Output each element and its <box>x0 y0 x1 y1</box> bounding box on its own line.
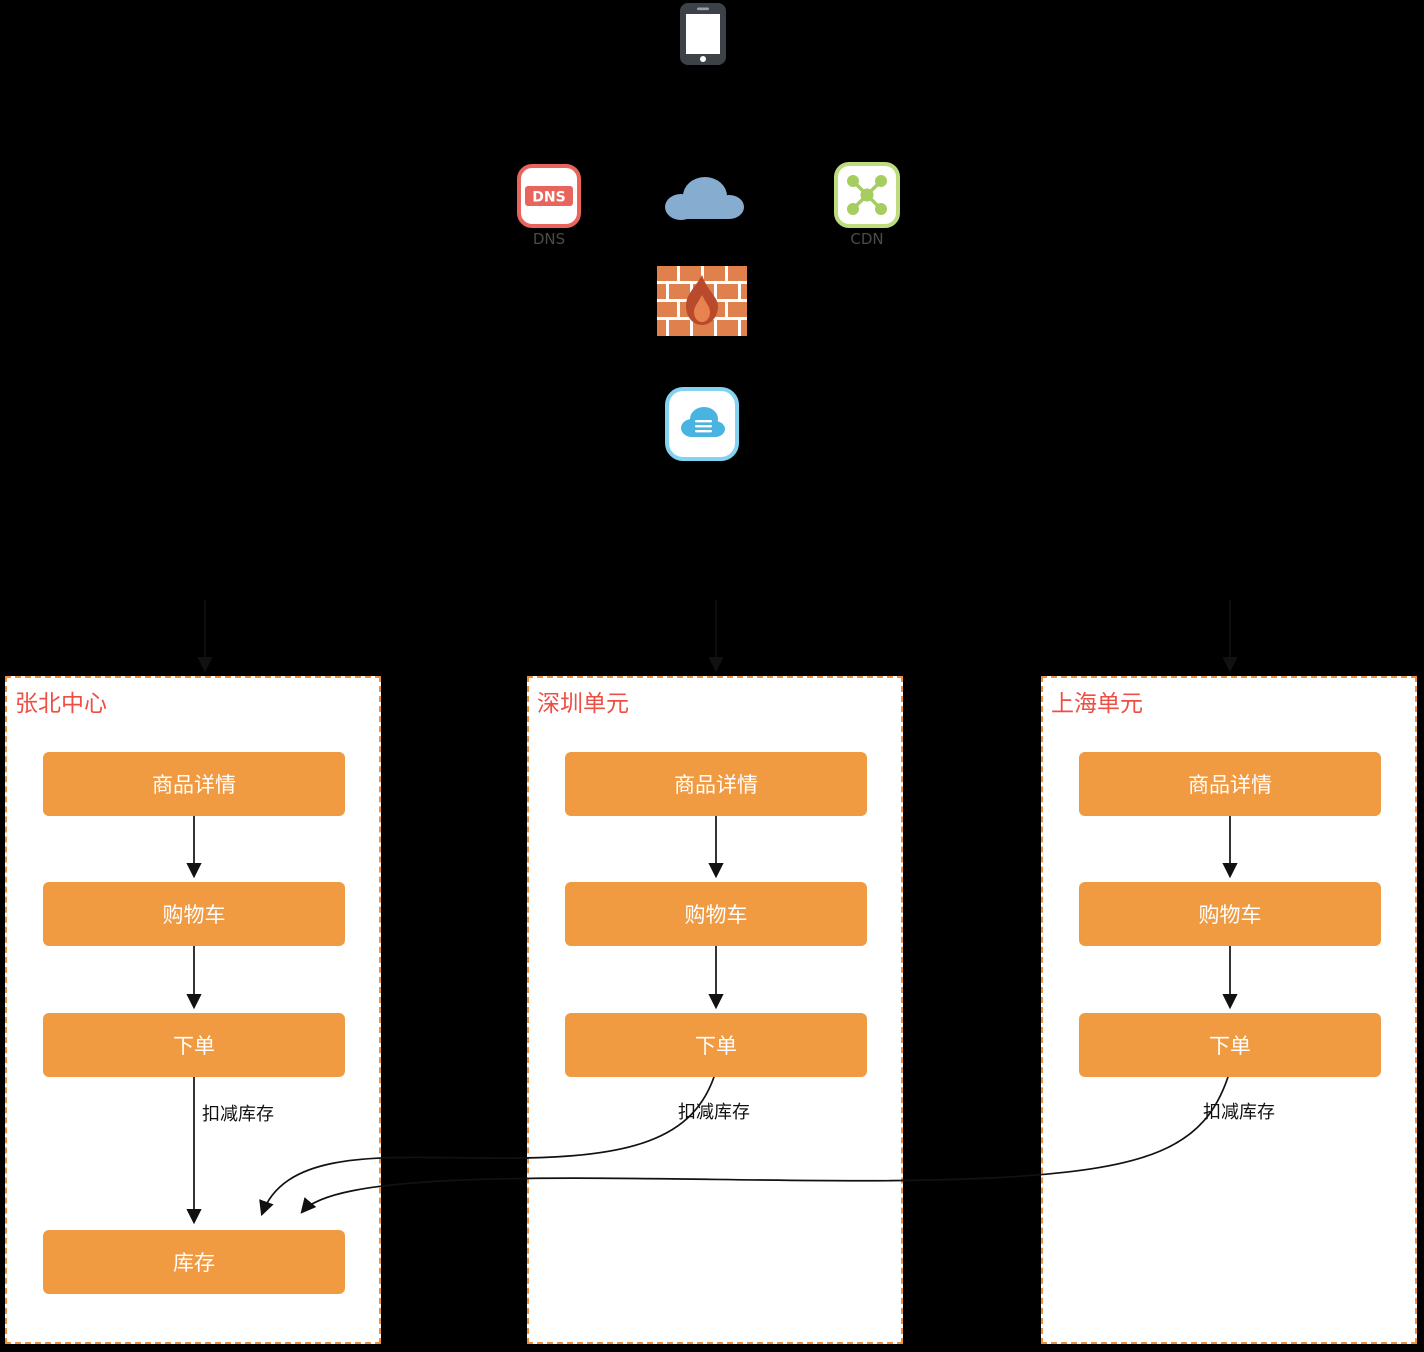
region-zhangbei-center: 张北中心 商品详情 购物车 下单 库存 <box>5 676 381 1344</box>
node-shopping-cart: 购物车 <box>43 882 345 946</box>
firewall-icon <box>657 266 747 336</box>
region-shanghai-unit: 上海单元 商品详情 购物车 下单 <box>1041 676 1417 1344</box>
node-product-detail: 商品详情 <box>1079 752 1381 816</box>
edge-label-deduct-inventory: 扣减库存 <box>202 1104 274 1125</box>
edge-label-deduct-inventory: 扣减库存 <box>678 1102 750 1123</box>
node-product-detail: 商品详情 <box>43 752 345 816</box>
region-title: 深圳单元 <box>537 691 629 717</box>
cdn-icon <box>834 162 900 228</box>
node-place-order: 下单 <box>565 1013 867 1077</box>
dns-icon: DNS <box>517 164 581 228</box>
node-inventory: 库存 <box>43 1230 345 1294</box>
cloud-database-icon <box>665 387 739 461</box>
region-title: 上海单元 <box>1051 691 1143 717</box>
region-title: 张北中心 <box>15 691 107 717</box>
cloud-icon <box>665 177 744 220</box>
edge-label-deduct-inventory: 扣减库存 <box>1203 1102 1275 1123</box>
node-shopping-cart: 购物车 <box>1079 882 1381 946</box>
region-shenzhen-unit: 深圳单元 商品详情 购物车 下单 <box>527 676 903 1344</box>
node-place-order: 下单 <box>1079 1013 1381 1077</box>
node-place-order: 下单 <box>43 1013 345 1077</box>
cdn-label: CDN <box>850 230 884 248</box>
dns-label: DNS <box>532 230 566 248</box>
smartphone-icon <box>680 3 726 65</box>
dns-badge-text: DNS <box>532 190 565 206</box>
node-shopping-cart: 购物车 <box>565 882 867 946</box>
node-product-detail: 商品详情 <box>565 752 867 816</box>
